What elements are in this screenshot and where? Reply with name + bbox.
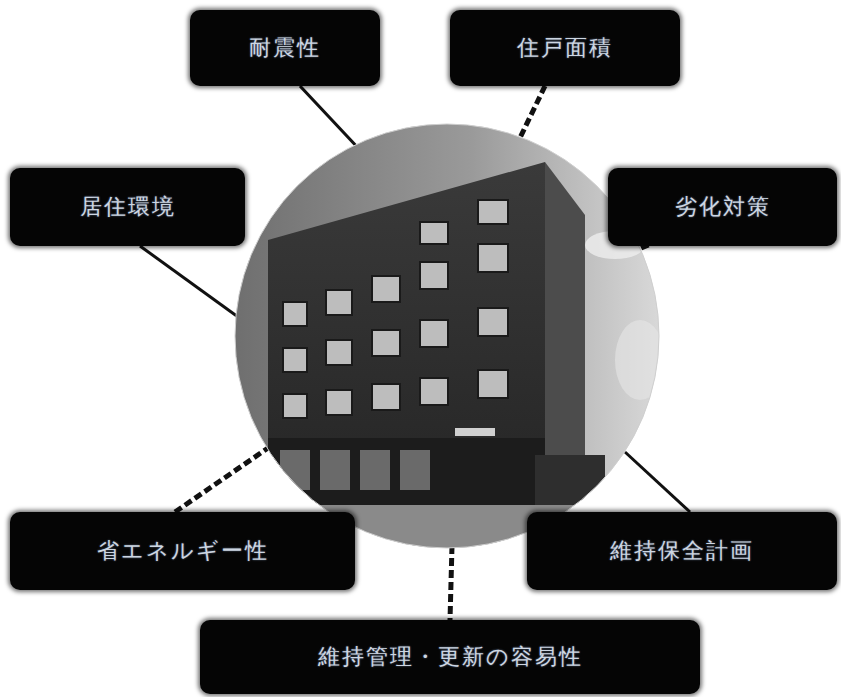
building-photo bbox=[230, 120, 670, 560]
leader-line bbox=[625, 452, 690, 512]
box-label: 維持保全計画 bbox=[610, 536, 754, 566]
box-label: 省エネルギー性 bbox=[97, 536, 269, 566]
leader-line bbox=[175, 448, 268, 512]
leader-line bbox=[518, 86, 545, 142]
label-box: 耐震性 bbox=[190, 10, 380, 86]
label-box: 居住環境 bbox=[10, 168, 245, 246]
label-box: 維持保全計画 bbox=[527, 512, 837, 590]
box-label: 住戸面積 bbox=[517, 33, 613, 63]
leader-line bbox=[140, 246, 245, 322]
leader-line bbox=[300, 86, 360, 150]
label-box: 維持管理・更新の容易性 bbox=[200, 620, 700, 694]
box-label: 耐震性 bbox=[249, 33, 321, 63]
box-label: 劣化対策 bbox=[675, 192, 771, 222]
label-box: 省エネルギー性 bbox=[10, 512, 355, 590]
label-box: 住戸面積 bbox=[450, 10, 680, 86]
label-box: 劣化対策 bbox=[608, 168, 837, 246]
box-label: 居住環境 bbox=[80, 192, 176, 222]
box-label: 維持管理・更新の容易性 bbox=[318, 642, 583, 672]
leader-line bbox=[450, 546, 452, 620]
